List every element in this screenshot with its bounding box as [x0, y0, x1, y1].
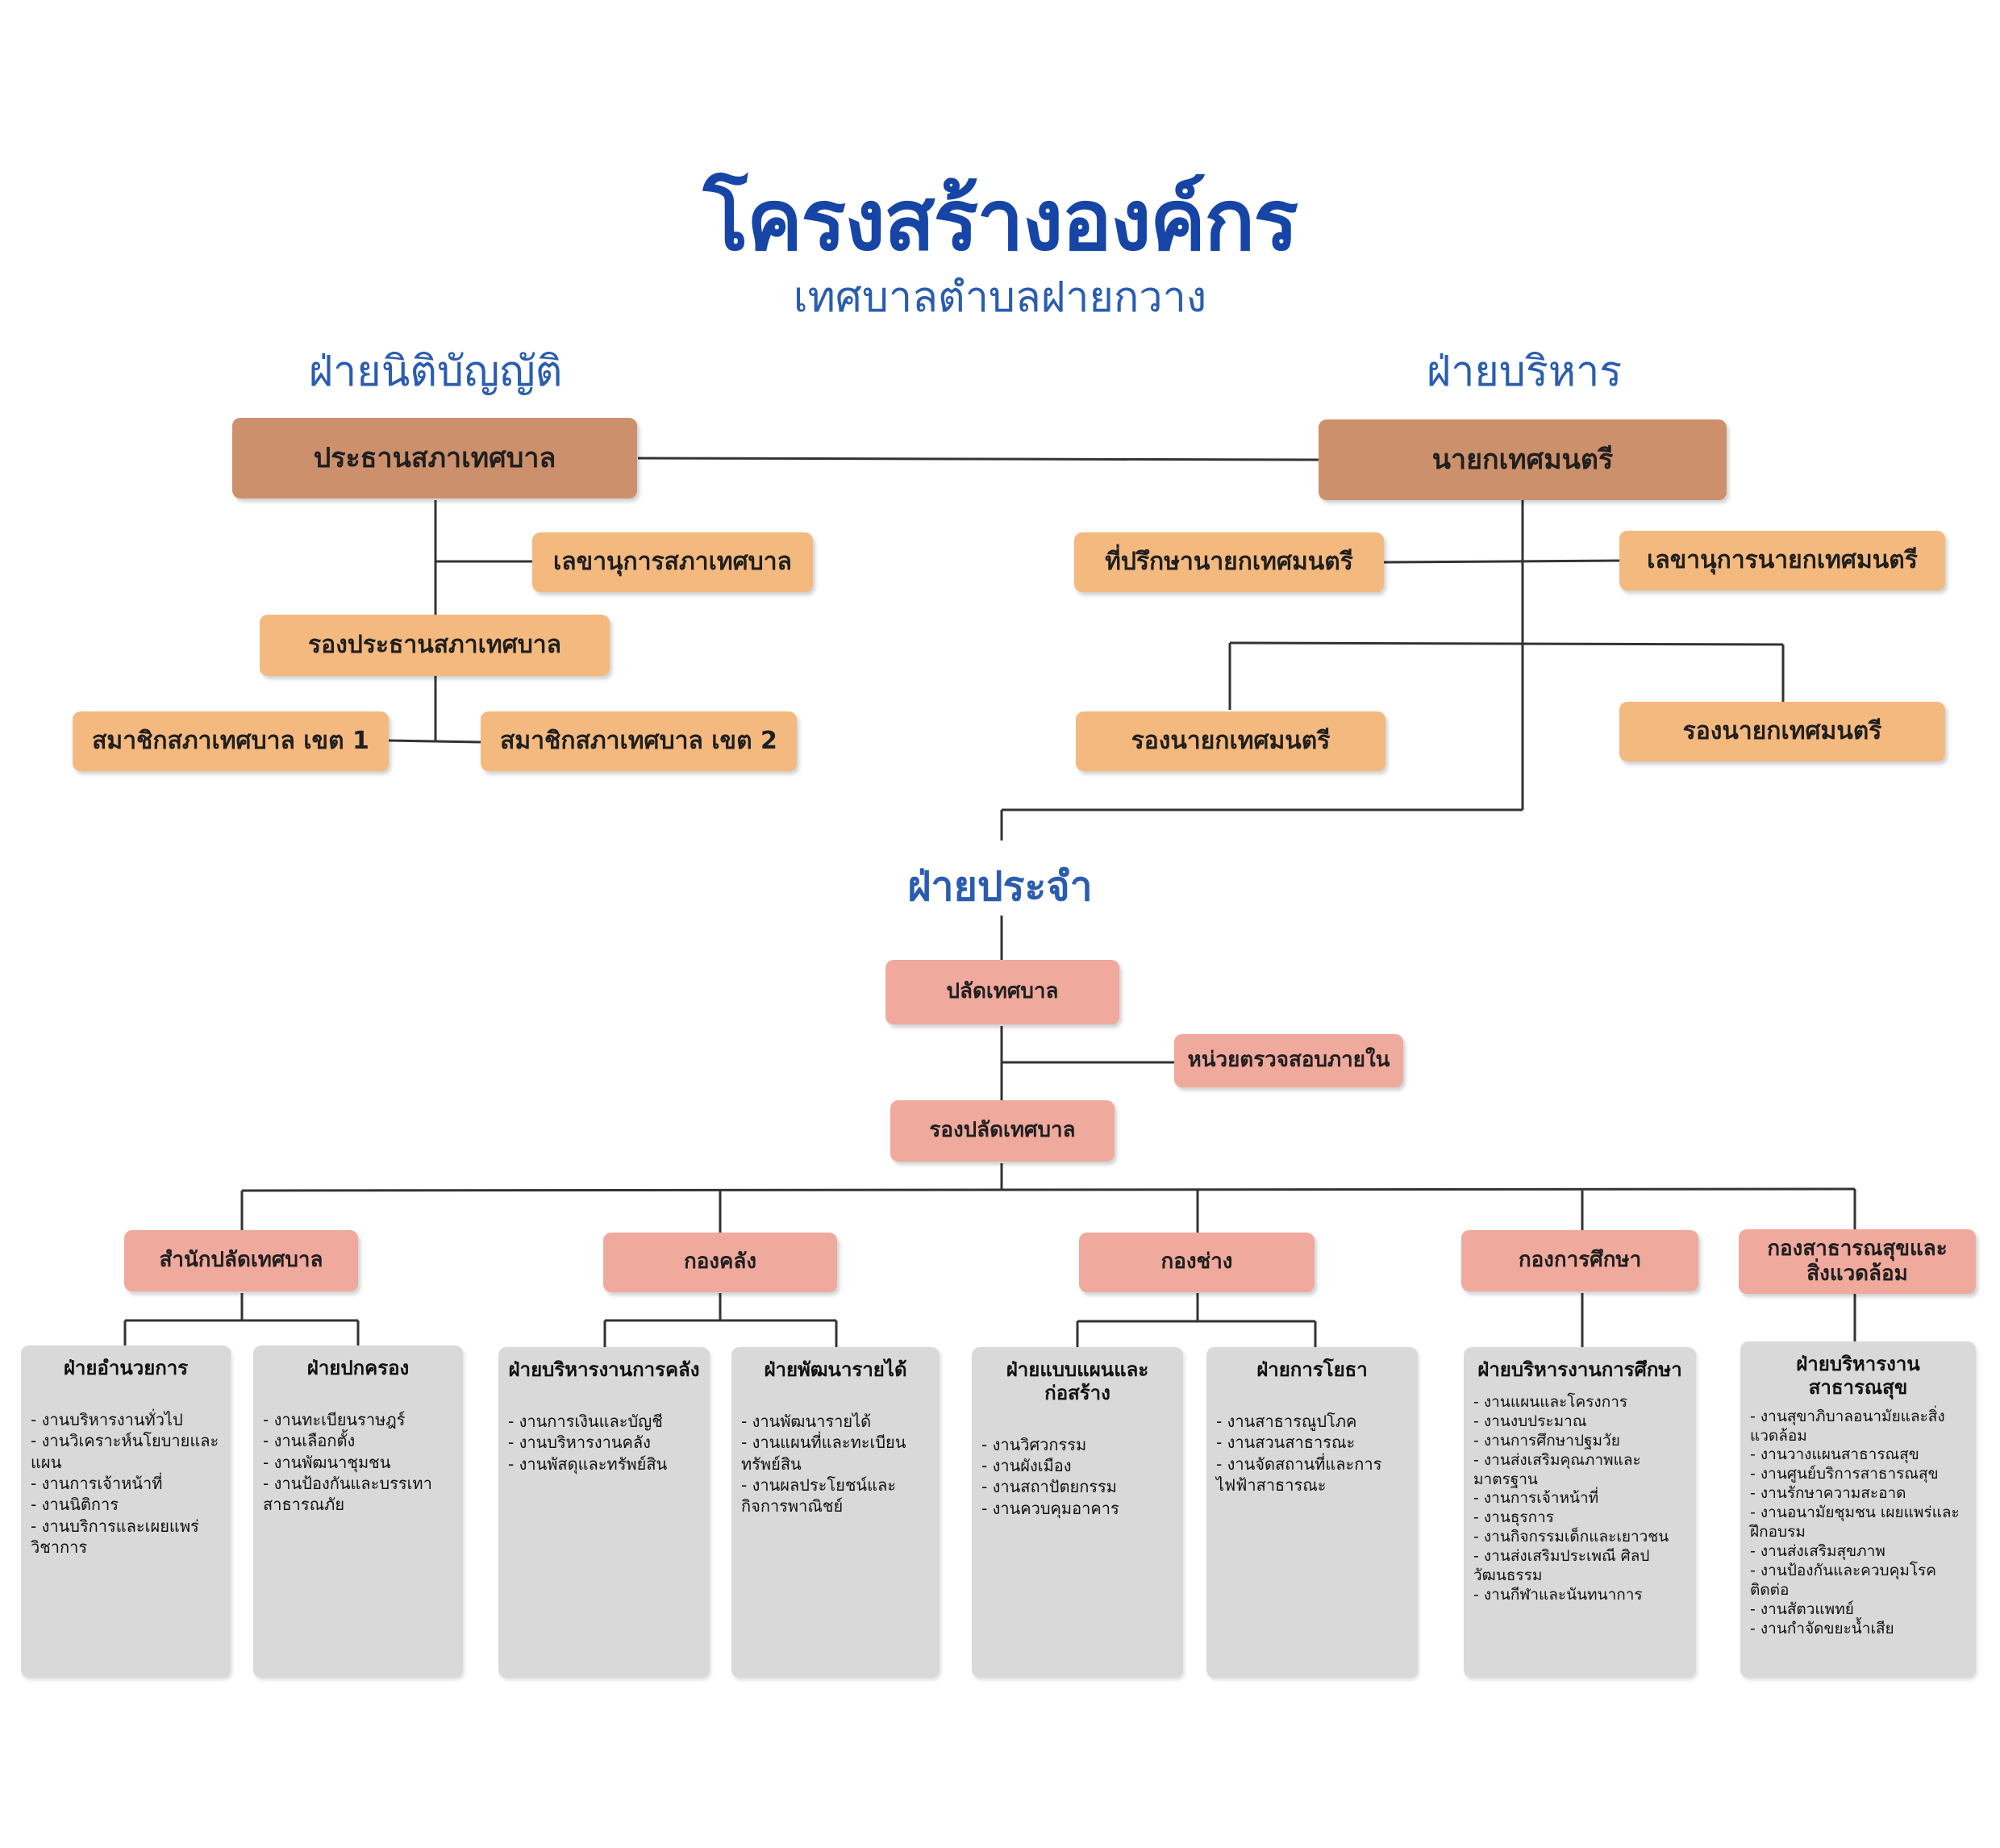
section-item: - งานแผนที่และทะเบียนทรัพย์สิน	[741, 1433, 906, 1474]
page-title: โครงสร้างองค์กร	[702, 171, 1298, 269]
section-item: - งานการเงินและบัญชี	[508, 1411, 663, 1431]
section-card-education-admin: ฝ่ายบริหารงานการศึกษา - งานแผนและโครงการ…	[1464, 1347, 1696, 1678]
page-subtitle: เทศบาลตำบลฝายกวาง	[793, 273, 1207, 322]
section-item: - งานส่งเสริมสุขภาพ	[1750, 1542, 1885, 1561]
section-title: ฝ่ายอำนวยการ	[63, 1357, 189, 1379]
section-title: ฝ่ายพัฒนารายได้	[764, 1358, 907, 1381]
section-item: - งานงบประมาณ	[1473, 1412, 1587, 1430]
section-item: - งานวิศวกรรม	[981, 1434, 1087, 1454]
section-card-revenue: ฝ่ายพัฒนารายได้ - งานพัฒนารายได้ - งานแผ…	[731, 1347, 940, 1678]
deputy-clerk-box: รองปลัดเทศบาล	[890, 1100, 1115, 1162]
section-item: - งานส่งเสริมคุณภาพและมาตรฐาน	[1473, 1450, 1641, 1488]
section-item: - งานอนามัยชุมชน เผยแพร่และฝึกอบรม	[1750, 1504, 1960, 1541]
deputy-mayor-left-box: รองนายกเทศมนตรี	[1076, 711, 1385, 771]
section-item: - งานส่งเสริมประเพณี ศิลปวัฒนธรรม	[1473, 1547, 1650, 1585]
section-item: - งานธุรการ	[1473, 1508, 1555, 1527]
section-title: ฝ่ายบริหารงานสาธารณสุข	[1796, 1353, 1920, 1399]
council-secretary-box: เลขานุการสภาเทศบาล	[532, 532, 813, 592]
section-item: - งานเลือกตั้ง	[263, 1431, 356, 1451]
executive-heading: ฝ่ายบริหาร	[1426, 348, 1623, 396]
section-item: - งานพัฒนารายได้	[741, 1411, 872, 1431]
section-item: - งานกิจกรรมเด็กและเยาวชน	[1473, 1528, 1669, 1546]
section-item: - งานพัฒนาชุมชน	[263, 1452, 391, 1472]
section-item: - งานผังเมือง	[981, 1455, 1072, 1475]
deputy-mayor-right-box: รองนายกเทศมนตรี	[1619, 702, 1945, 761]
council-chair-box: ประธานสภาเทศบาล	[232, 418, 637, 499]
section-item: - งานวางแผนสาธารณสุข	[1750, 1445, 1919, 1464]
section-item: - งานพัสดุและทรัพย์สิน	[508, 1454, 668, 1474]
section-item: - งานจัดสถานที่และการไฟฟ้าสาธารณะ	[1216, 1454, 1382, 1495]
section-title: ฝ่ายการโยธา	[1256, 1358, 1368, 1381]
section-item: - งานกำจัดขยะน้ำเสีย	[1750, 1619, 1894, 1637]
section-item: - งานสัตวแพทย์	[1750, 1600, 1854, 1618]
internal-audit-box: หน่วยตรวจสอบภายใน	[1174, 1034, 1403, 1087]
section-item: - งานแผนและโครงการ	[1473, 1392, 1628, 1411]
section-card-administration: ฝ่ายอำนวยการ - งานบริหารงานทั่วไป - งานว…	[21, 1345, 231, 1678]
legislative-heading: ฝ่ายนิติบัญญัติ	[308, 348, 563, 396]
section-item: - งานกีฬาและนันทนาการ	[1473, 1586, 1643, 1604]
section-item: - งานการศึกษาปฐมวัย	[1473, 1431, 1620, 1450]
section-item: - งานบริหารงานคลัง	[508, 1433, 651, 1453]
section-card-design-construction: ฝ่ายแบบแผนและก่อสร้าง - งานวิศวกรรม - งา…	[972, 1347, 1183, 1678]
section-item: - งานสวนสาธารณะ	[1216, 1433, 1356, 1453]
mayor-box: นายกเทศมนตรี	[1319, 419, 1727, 500]
section-item: - งานการเจ้าหน้าที่	[1473, 1489, 1599, 1508]
section-item: - งานการเจ้าหน้าที่	[31, 1473, 163, 1493]
municipal-clerk-box: ปลัดเทศบาล	[885, 960, 1119, 1024]
vice-chair-box: รองประธานสภาเทศบาล	[260, 615, 610, 676]
section-card-governance: ฝ่ายปกครอง - งานทะเบียนราษฎร์ - งานเลือก…	[253, 1345, 463, 1678]
section-card-public-works: ฝ่ายการโยธา - งานสาธารณูปโภค - งานสวนสาธ…	[1206, 1347, 1418, 1678]
division-clerk-office: สำนักปลัดเทศบาล	[124, 1230, 358, 1291]
division-finance: กองคลัง	[603, 1233, 837, 1292]
section-title: ฝ่ายบริหารงานการศึกษา	[1477, 1358, 1682, 1381]
mayor-advisor-box: ที่ปรึกษานายกเทศมนตรี	[1074, 532, 1384, 592]
mayor-secretary-box: เลขานุการนายกเทศมนตรี	[1619, 531, 1945, 590]
division-engineering: กองช่าง	[1079, 1233, 1315, 1292]
member-zone1-box: สมาชิกสภาเทศบาล เขต 1	[73, 711, 389, 771]
section-item: - งานทะเบียนราษฎร์	[263, 1409, 406, 1429]
section-item: - งานควบคุมอาคาร	[981, 1498, 1119, 1518]
section-item: - งานสถาปัตยกรรม	[981, 1477, 1117, 1497]
section-item: - งานรักษาความสะอาด	[1750, 1484, 1906, 1503]
section-card-public-health-admin: ฝ่ายบริหารงานสาธารณสุข - งานสุขาภิบาลอนา…	[1740, 1341, 1976, 1678]
section-item: - งานผลประโยชน์และกิจการพาณิชย์	[741, 1475, 896, 1516]
section-card-finance-admin: ฝ่ายบริหารงานการคลัง - งานการเงินและบัญช…	[498, 1347, 710, 1678]
section-title: ฝ่ายแบบแผนและก่อสร้าง	[1006, 1358, 1149, 1404]
section-item: - งานวิเคราะห์นโยบายและแผน	[31, 1431, 219, 1472]
section-item: - งานป้องกันและบรรเทาสาธารณภัย	[263, 1473, 432, 1515]
section-item: - งานป้องกันและควบคุมโรคติดต่อ	[1750, 1562, 1936, 1600]
section-title: ฝ่ายปกครอง	[306, 1357, 410, 1379]
division-public-health: กองสาธารณสุขและสิ่งแวดล้อม	[1739, 1229, 1976, 1294]
section-item: - งานนิติการ	[31, 1495, 119, 1515]
section-title: ฝ่ายบริหารงานการคลัง	[508, 1358, 700, 1381]
section-item: - งานบริการและเผยแพร่วิชาการ	[31, 1516, 199, 1558]
section-item: - งานสุขาภิบาลอนามัยและสิ่งแวดล้อม	[1750, 1407, 1945, 1445]
permanent-heading: ฝ่ายประจำ	[907, 863, 1093, 910]
section-item: - งานบริหารงานทั่วไป	[31, 1409, 183, 1429]
section-item: - งานศูนย์บริการสาธารณสุข	[1750, 1465, 1939, 1483]
section-item: - งานสาธารณูปโภค	[1216, 1411, 1357, 1431]
division-education: กองการศึกษา	[1461, 1230, 1698, 1291]
member-zone2-box: สมาชิกสภาเทศบาล เขต 2	[481, 711, 797, 771]
